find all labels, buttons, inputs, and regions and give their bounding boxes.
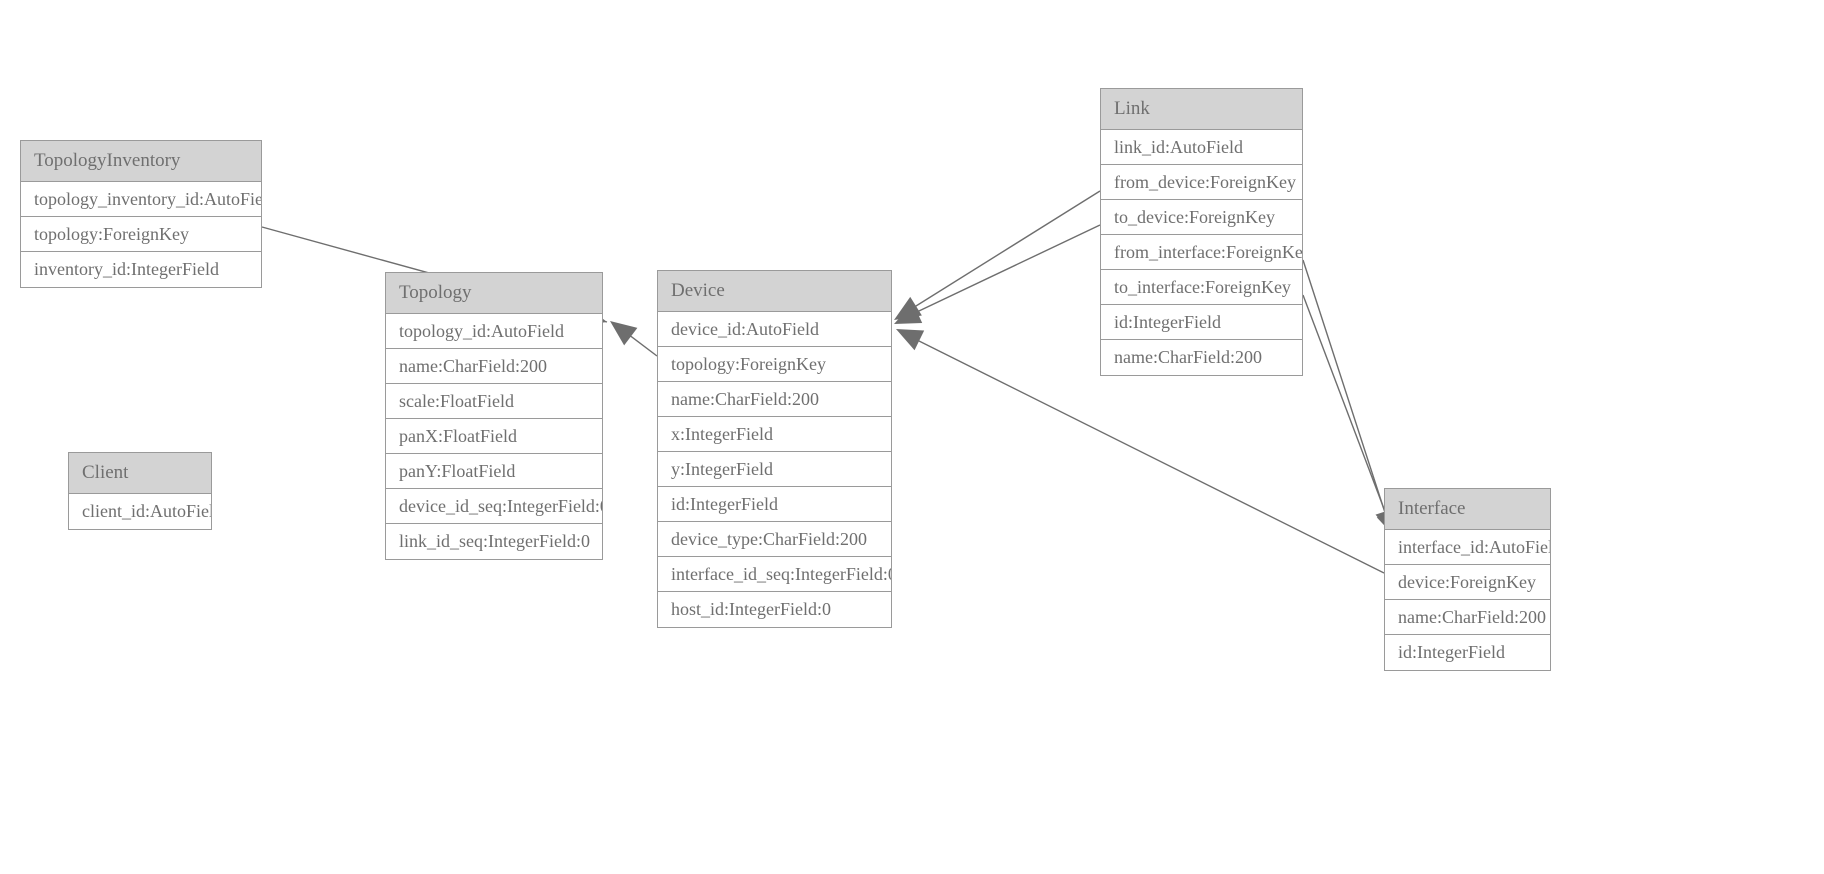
entity-field: id:IntegerField bbox=[1385, 635, 1550, 670]
entity-field: device_type:CharField:200 bbox=[658, 522, 891, 557]
relationship-arrowhead bbox=[894, 303, 923, 324]
entity-field: name:CharField:200 bbox=[1101, 340, 1302, 375]
entity-field: panY:FloatField bbox=[386, 454, 602, 489]
relationship-line bbox=[899, 224, 1101, 321]
entity-field: device_id:AutoField bbox=[658, 312, 891, 347]
entity-title-topology: Topology bbox=[386, 273, 602, 314]
entity-field: scale:FloatField bbox=[386, 384, 602, 419]
entity-title-client: Client bbox=[69, 453, 211, 494]
relationship-arrowhead bbox=[610, 321, 638, 346]
relationship-line bbox=[899, 190, 1101, 317]
entity-field-list: client_id:AutoField bbox=[69, 494, 211, 529]
entity-field: topology_id:AutoField bbox=[386, 314, 602, 349]
entity-field: id:IntegerField bbox=[658, 487, 891, 522]
entity-title-interface: Interface bbox=[1385, 489, 1550, 530]
relationship-arrowhead bbox=[896, 329, 925, 351]
entity-field: name:CharField:200 bbox=[386, 349, 602, 384]
entity-field: inventory_id:IntegerField bbox=[21, 252, 261, 287]
entity-field: link_id:AutoField bbox=[1101, 130, 1302, 165]
entity-field: interface_id_seq:IntegerField:0 bbox=[658, 557, 891, 592]
entity-field: to_device:ForeignKey bbox=[1101, 200, 1302, 235]
entity-field: x:IntegerField bbox=[658, 417, 891, 452]
entity-field: from_device:ForeignKey bbox=[1101, 165, 1302, 200]
entity-title-device: Device bbox=[658, 271, 891, 312]
relationship-arrowhead bbox=[894, 296, 922, 320]
entity-field: from_interface:ForeignKey bbox=[1101, 235, 1302, 270]
entity-title-link: Link bbox=[1101, 89, 1302, 130]
relationship-line bbox=[1302, 259, 1391, 529]
entity-field: to_interface:ForeignKey bbox=[1101, 270, 1302, 305]
entity-field: topology_inventory_id:AutoField bbox=[21, 182, 261, 217]
entity-field: device_id_seq:IntegerField:0 bbox=[386, 489, 602, 524]
entity-field: name:CharField:200 bbox=[658, 382, 891, 417]
entity-field: name:CharField:200 bbox=[1385, 600, 1550, 635]
entity-field: link_id_seq:IntegerField:0 bbox=[386, 524, 602, 559]
entity-field: topology:ForeignKey bbox=[658, 347, 891, 382]
entity-field: topology:ForeignKey bbox=[21, 217, 261, 252]
relationship-line bbox=[615, 324, 658, 357]
entity-title-topology-inventory: TopologyInventory bbox=[21, 141, 261, 182]
entity-field: id:IntegerField bbox=[1101, 305, 1302, 340]
entity-field: host_id:IntegerField:0 bbox=[658, 592, 891, 627]
entity-field: interface_id:AutoField bbox=[1385, 530, 1550, 565]
entity-field: client_id:AutoField bbox=[69, 494, 211, 529]
entity-field: device:ForeignKey bbox=[1385, 565, 1550, 600]
entity-field: panX:FloatField bbox=[386, 419, 602, 454]
entity-field: y:IntegerField bbox=[658, 452, 891, 487]
relationship-line bbox=[1302, 294, 1393, 531]
